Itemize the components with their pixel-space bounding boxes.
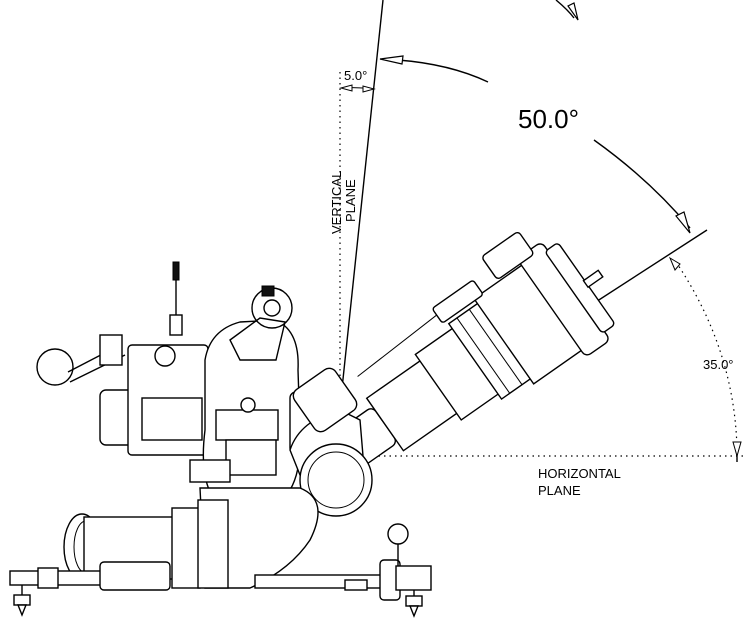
arrow-5-left xyxy=(339,84,353,92)
nozzle-stem xyxy=(582,269,604,289)
horizontal-plane-label-line2: PLANE xyxy=(538,483,581,498)
elbow-pipe xyxy=(292,367,358,433)
nozzle-axis-line xyxy=(587,229,708,308)
arrow-50-left xyxy=(379,55,404,65)
arrow-50-right xyxy=(675,211,691,234)
arc-50deg-lower xyxy=(593,139,691,229)
nozzle-actuator xyxy=(482,231,534,279)
handwheel-knob xyxy=(36,348,74,386)
angle-dimensions xyxy=(339,0,742,458)
arrow-top xyxy=(567,2,579,21)
vertical-plane-label-line1: VERTICAL xyxy=(329,171,344,234)
arrow-5-right xyxy=(362,85,376,93)
arrow-35-top xyxy=(668,256,681,271)
angle-5-label: 5.0° xyxy=(344,68,367,83)
angle-35-label: 35.0° xyxy=(703,357,734,372)
left-gearbox xyxy=(141,397,203,441)
monitor-body xyxy=(9,261,432,618)
angle-50-label: 50.0° xyxy=(518,104,579,134)
arc-35deg xyxy=(675,261,738,451)
arrow-35-bottom xyxy=(732,441,742,458)
arc-50deg-upper xyxy=(397,59,489,83)
right-handwheel-knob xyxy=(387,523,409,545)
left-leg xyxy=(9,570,111,586)
horizontal-plane-label-line1: HORIZONTAL xyxy=(538,466,621,481)
arc-top-partial xyxy=(555,0,575,19)
vertical-plane-label-line2: PLANE xyxy=(343,179,358,222)
tilted-axis-line xyxy=(334,0,384,456)
swivel-ring xyxy=(299,443,373,517)
